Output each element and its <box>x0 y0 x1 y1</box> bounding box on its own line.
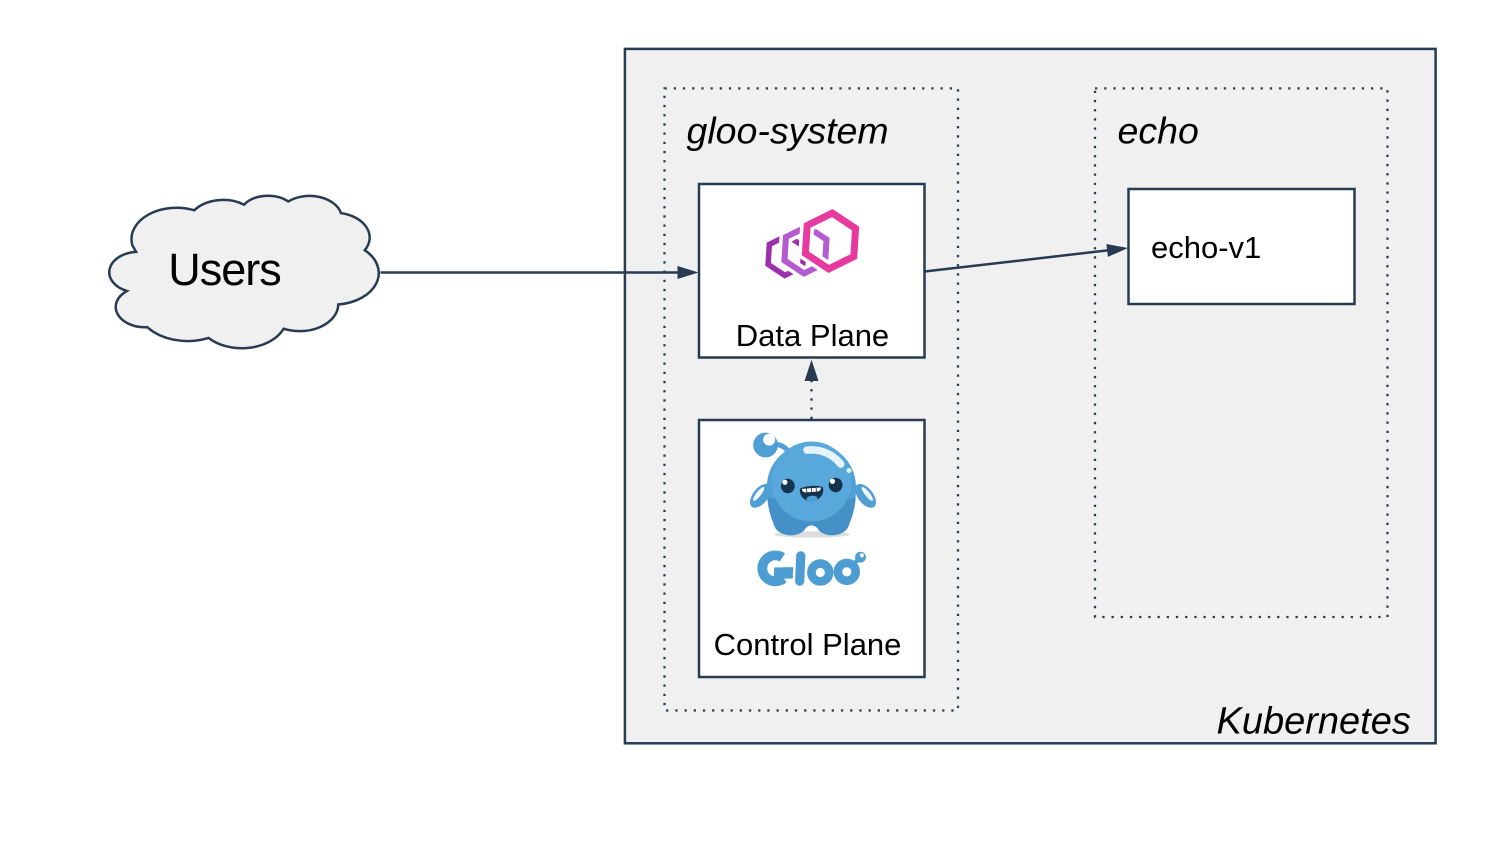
svg-text:gloo-system: gloo-system <box>687 110 889 152</box>
svg-text:Control Plane: Control Plane <box>714 627 902 662</box>
svg-text:echo-v1: echo-v1 <box>1151 230 1261 265</box>
svg-text:echo: echo <box>1118 110 1199 152</box>
svg-text:Users: Users <box>168 244 281 295</box>
svg-text:Data Plane: Data Plane <box>736 318 889 353</box>
svg-text:Kubernetes: Kubernetes <box>1217 701 1411 743</box>
